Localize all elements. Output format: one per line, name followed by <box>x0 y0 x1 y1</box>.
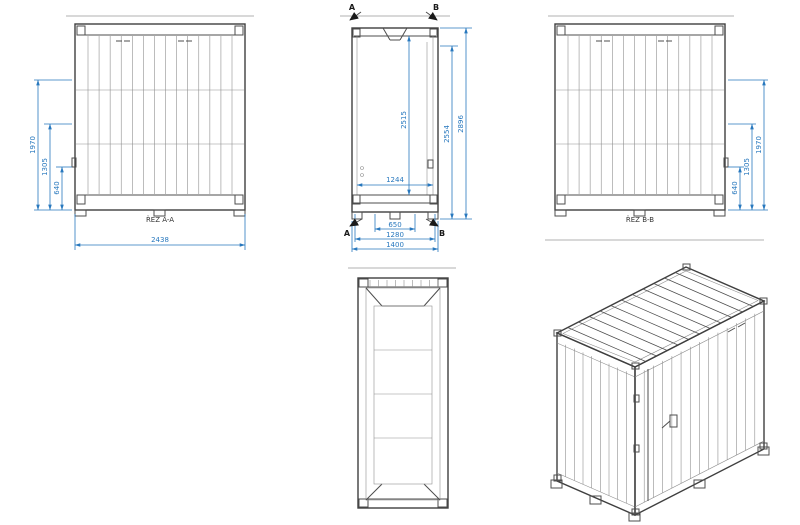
front-hinge <box>71 157 77 168</box>
dim-2896: 2896 <box>457 115 465 133</box>
back-corrugation <box>567 36 713 194</box>
dim-640-left: 640 <box>53 181 61 194</box>
section-dimension-lines <box>351 27 472 252</box>
front-section-label: ŘEZ A-A <box>146 215 174 224</box>
iso-roof-planks <box>567 272 754 362</box>
back-hinge <box>723 157 729 168</box>
dim-2515: 2515 <box>400 111 408 129</box>
iso-left-corrugation <box>565 344 627 504</box>
dim-650: 650 <box>388 221 401 229</box>
iso-door-lock <box>669 414 678 428</box>
dim-1970-right: 1970 <box>755 136 763 154</box>
dim-1244: 1244 <box>386 176 404 184</box>
view-cross-section: A B <box>340 3 472 252</box>
dim-2438: 2438 <box>151 236 169 244</box>
cut-marker-b-bottom: B <box>439 229 445 238</box>
iso-vents <box>727 322 746 333</box>
view-isometric <box>545 239 770 522</box>
front-dimension-lines <box>34 79 246 250</box>
back-dimension-lines <box>728 79 768 211</box>
plan-roof-stripes <box>369 280 439 287</box>
dim-1305-right: 1305 <box>743 158 751 176</box>
iso-hinge-2 <box>633 444 640 453</box>
view-front-elevation: ŘEZ A-A 2438 640 1305 1970 <box>29 15 254 250</box>
view-plan <box>348 267 456 509</box>
dim-1305-left: 1305 <box>41 158 49 176</box>
dim-640-right: 640 <box>731 181 739 194</box>
dim-1400: 1400 <box>386 241 404 249</box>
iso-hinge-1 <box>633 394 640 403</box>
dim-1280: 1280 <box>386 231 404 239</box>
section-door-lock <box>427 159 434 169</box>
dim-2554: 2554 <box>443 125 451 143</box>
back-section-label: ŘEZ B-B <box>626 215 654 224</box>
front-corrugation <box>87 36 233 194</box>
cut-marker-a-bottom: A <box>344 229 351 238</box>
view-back-elevation: ŘEZ B-B 640 1305 1970 <box>548 15 768 224</box>
dim-1970-left: 1970 <box>29 136 37 154</box>
cut-marker-b-top: B <box>433 3 439 12</box>
cut-marker-a-top: A <box>349 3 356 12</box>
